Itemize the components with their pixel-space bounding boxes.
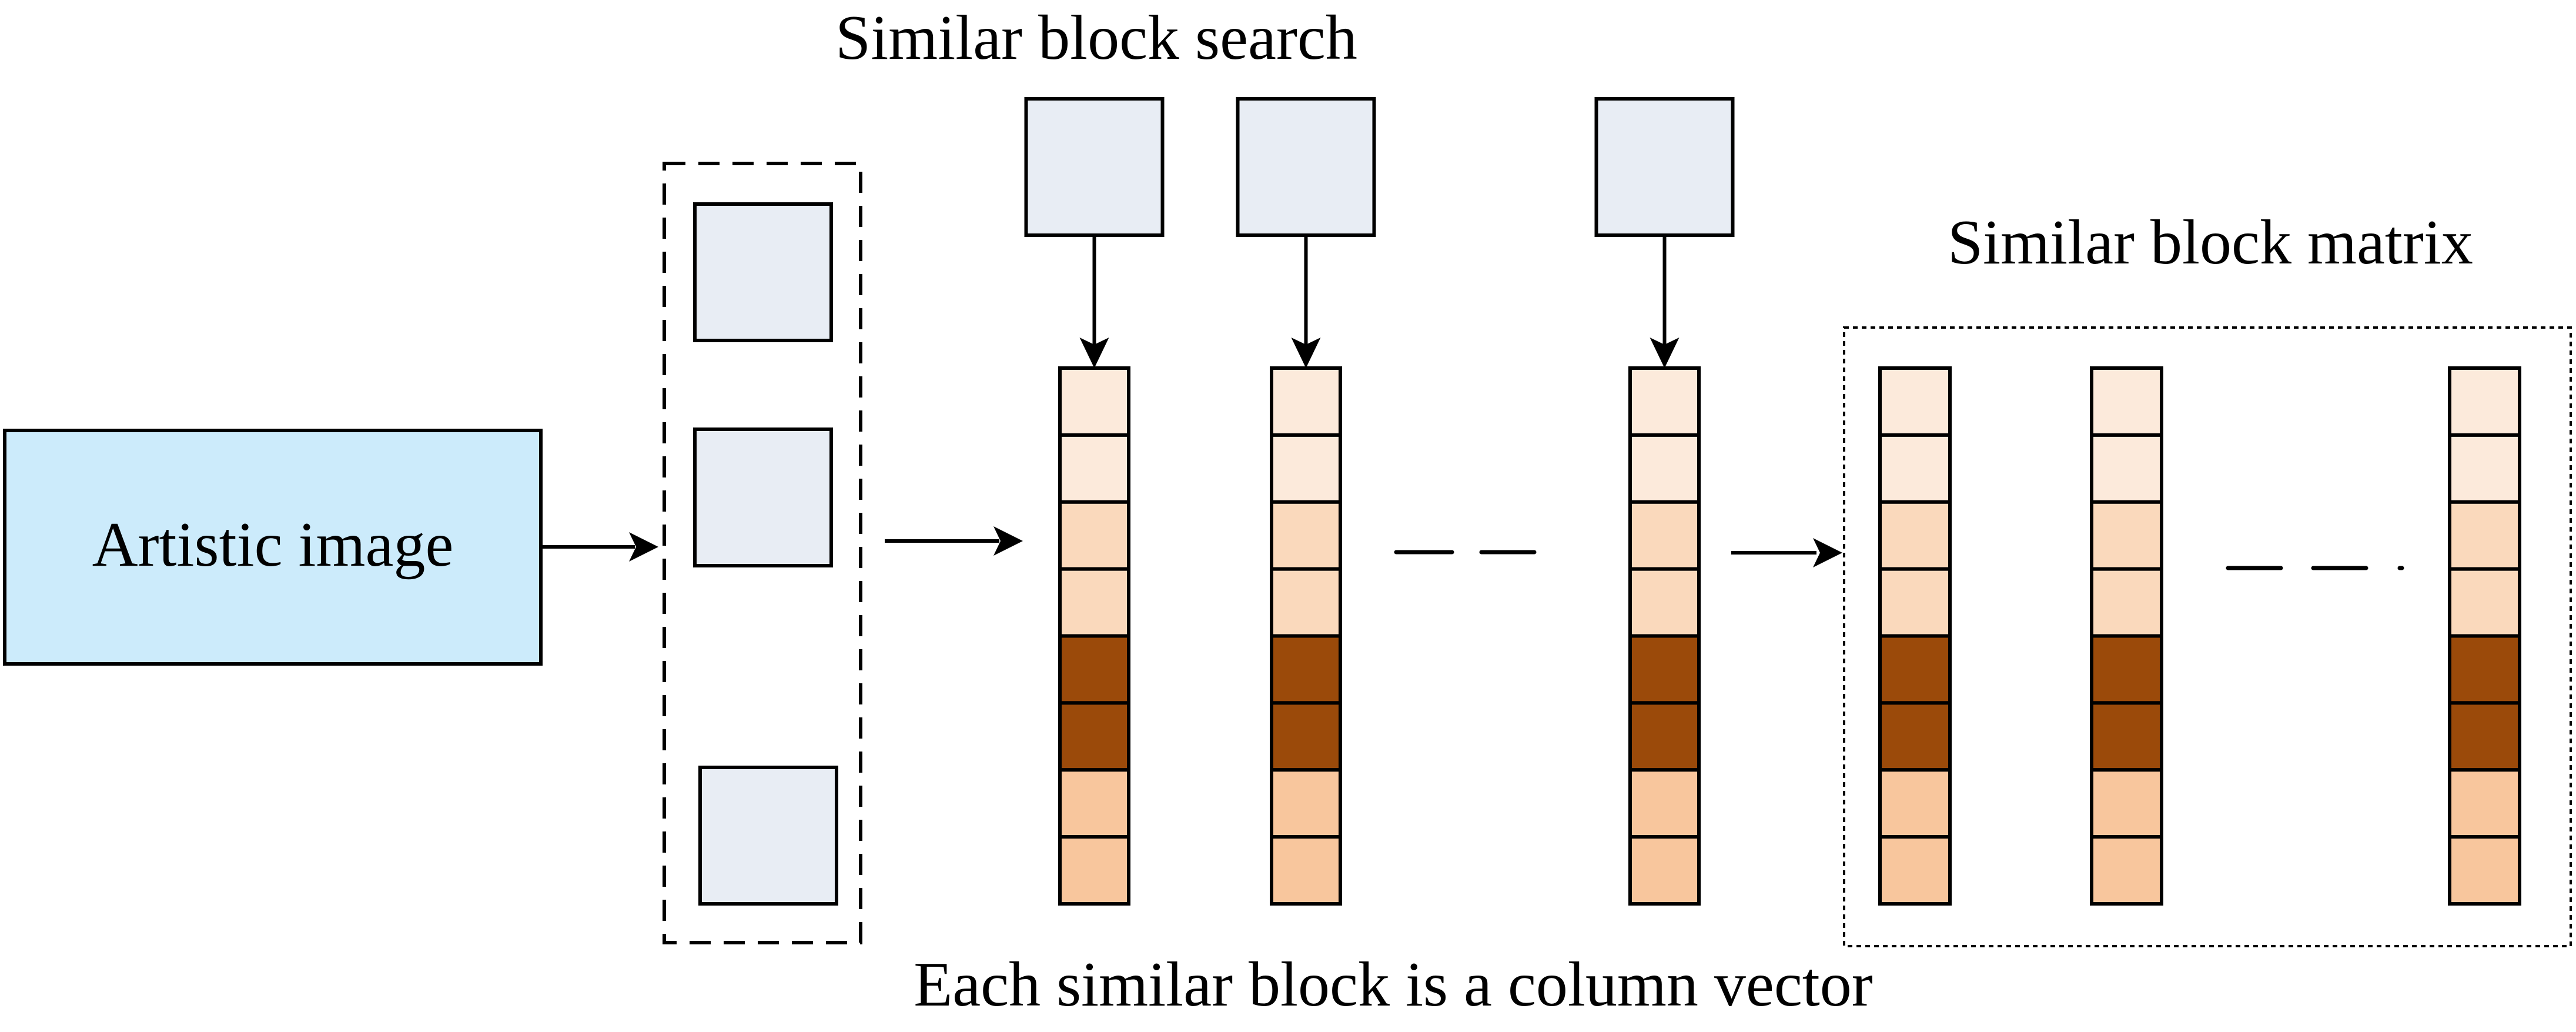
vector-cell-dark xyxy=(1628,634,1701,705)
vector-cell-medium xyxy=(1628,768,1701,839)
vector-cell-dark xyxy=(1058,701,1130,772)
matrix-dotted-border xyxy=(1843,326,2572,947)
vector-cell-light xyxy=(2448,567,2521,638)
matrix-column-2 xyxy=(2090,366,2163,906)
vector-cell-lightest xyxy=(1270,433,1342,504)
similar-block-matrix-group xyxy=(1878,366,2521,906)
vector-cell-dark xyxy=(2448,634,2521,705)
vector-cell-medium xyxy=(1628,835,1701,906)
vector-cell-lightest xyxy=(1628,366,1701,437)
column-vector-3 xyxy=(1628,366,1701,906)
vector-cell-medium xyxy=(1878,768,1952,839)
vector-cell-lightest xyxy=(1878,366,1952,437)
patch-group-dashed-border xyxy=(663,162,862,944)
matrix-column-1 xyxy=(1878,366,1952,906)
vector-cell-dark xyxy=(2090,701,2163,772)
similar-block-2 xyxy=(1236,97,1376,237)
vector-cell-dark xyxy=(1878,634,1952,705)
vector-cell-medium xyxy=(1058,835,1130,906)
similar-block-search-label: Similar block search xyxy=(835,3,1357,73)
arrow-down-icon xyxy=(1079,338,1109,368)
vector-cell-lightest xyxy=(1628,433,1701,504)
vector-cell-light xyxy=(1628,567,1701,638)
vector-cell-light xyxy=(2090,500,2163,571)
vector-cell-dark xyxy=(2448,701,2521,772)
vector-cell-medium xyxy=(1058,768,1130,839)
vector-cell-lightest xyxy=(2090,433,2163,504)
vector-cell-dark xyxy=(2090,634,2163,705)
arrow-patches-to-columns xyxy=(885,526,1023,556)
vector-cell-dark xyxy=(1878,701,1952,772)
vector-cell-lightest xyxy=(1058,366,1130,437)
image-patch-1 xyxy=(693,202,833,342)
vector-cell-light xyxy=(1628,500,1701,571)
vector-cell-dark xyxy=(1270,701,1342,772)
vector-cell-lightest xyxy=(1878,433,1952,504)
artistic-image-box xyxy=(3,429,543,666)
arrow-down-icon xyxy=(1650,338,1680,368)
vector-cell-dark xyxy=(1628,701,1701,772)
arrow-columns-to-matrix xyxy=(1731,538,1842,567)
vector-cell-light xyxy=(1270,567,1342,638)
image-patch-2 xyxy=(693,428,833,567)
vector-cell-light xyxy=(1270,500,1342,571)
similar-block-matrix-label: Similar block matrix xyxy=(1948,208,2473,278)
arrow-image-to-patches xyxy=(541,532,658,562)
vector-cell-medium xyxy=(2448,768,2521,839)
vector-cell-lightest xyxy=(2448,433,2521,504)
artistic-image-node: Artistic image xyxy=(3,429,543,666)
vector-cell-medium xyxy=(2090,835,2163,906)
arrow-down-icon xyxy=(1291,338,1321,368)
similar-block-search-group xyxy=(1024,97,1735,906)
vector-cell-lightest xyxy=(2090,366,2163,437)
vector-cell-light xyxy=(2448,500,2521,571)
vector-cell-medium xyxy=(2448,835,2521,906)
similar-block-3 xyxy=(1594,97,1735,237)
matrix-column-3 xyxy=(2448,366,2521,906)
vector-cell-light xyxy=(1878,567,1952,638)
vector-cell-dark xyxy=(1058,634,1130,705)
arrow-head-icon xyxy=(1813,538,1842,567)
vector-cell-lightest xyxy=(1270,366,1342,437)
image-patch-3 xyxy=(698,766,838,906)
column-vector-2 xyxy=(1270,366,1342,906)
vector-cell-medium xyxy=(1270,835,1342,906)
vector-cell-dark xyxy=(1270,634,1342,705)
vector-cell-light xyxy=(1058,567,1130,638)
vector-cell-lightest xyxy=(2448,366,2521,437)
vector-cell-light xyxy=(2090,567,2163,638)
vector-cell-medium xyxy=(1270,768,1342,839)
arrow-head-icon xyxy=(993,526,1023,556)
vector-cell-light xyxy=(1058,500,1130,571)
patch-group xyxy=(663,162,862,944)
vector-cell-medium xyxy=(2090,768,2163,839)
artistic-image-label: Artistic image xyxy=(92,510,454,580)
vector-cell-light xyxy=(1878,500,1952,571)
similar-block-1 xyxy=(1024,97,1165,237)
column-vector-1 xyxy=(1058,366,1130,906)
vector-cell-lightest xyxy=(1058,433,1130,504)
caption-label: Each similar block is a column vector xyxy=(914,950,1873,1020)
arrow-head-icon xyxy=(629,532,658,562)
vector-cell-medium xyxy=(1878,835,1952,906)
